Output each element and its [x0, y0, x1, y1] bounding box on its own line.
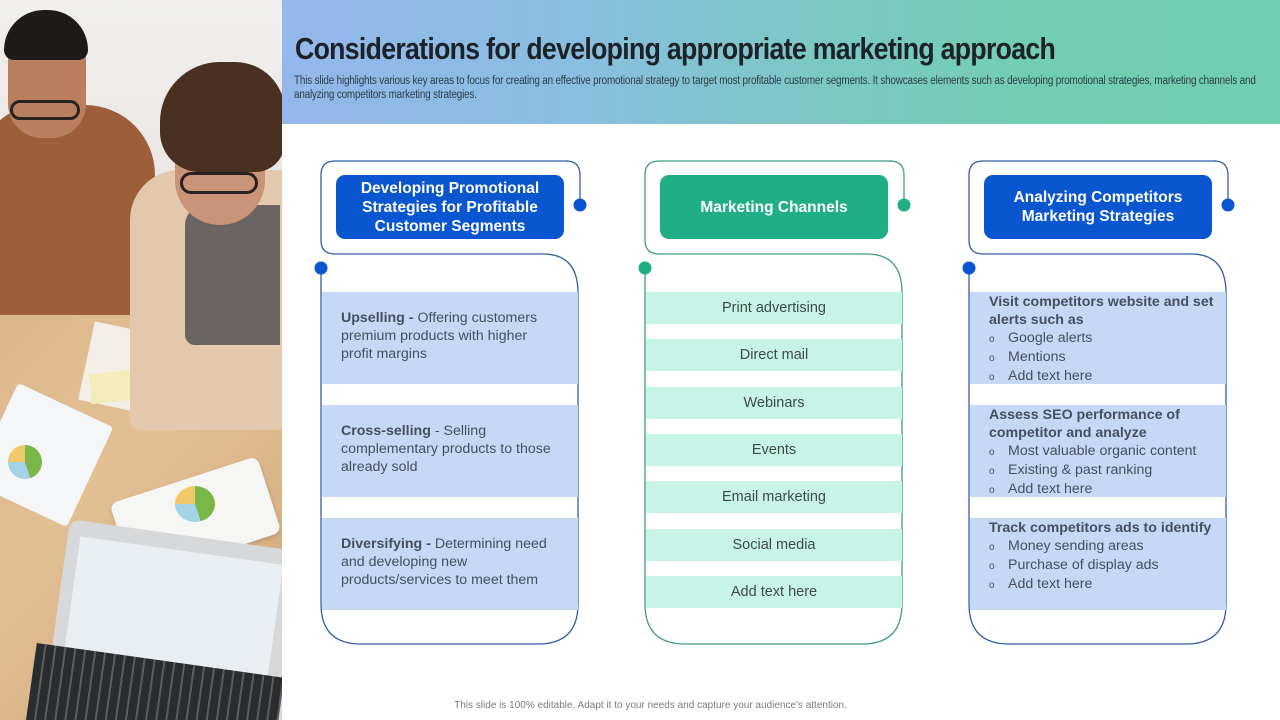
bullet-text: Purchase of display ads [1008, 556, 1159, 573]
bullet-icon: o [989, 541, 995, 553]
list-item: Print advertising [646, 292, 902, 324]
bullet-icon: o [989, 352, 995, 364]
item-title: Visit competitors website and set alerts… [989, 294, 1214, 328]
list-item: Assess SEO performance of competitor and… [970, 405, 1226, 497]
bullet-icon: o [989, 446, 995, 458]
bullet-text: Money sending areas [1008, 537, 1144, 554]
page-title: Considerations for developing appropriat… [295, 31, 1056, 66]
bullet-item: o Add text here [989, 368, 1216, 387]
bullet-item: o Purchase of display ads [989, 557, 1216, 576]
footer-note: This slide is 100% editable. Adapt it to… [0, 700, 1280, 711]
column-frame [314, 160, 587, 645]
bullet-icon: o [989, 579, 995, 591]
column-heading: Analyzing Competitors Marketing Strategi… [984, 175, 1212, 239]
item-text: Determining need and developing new prod… [341, 536, 547, 588]
column-heading: Marketing Channels [660, 175, 888, 239]
bullet-text: Add text here [1008, 575, 1093, 592]
column-competitor-analysis: Analyzing Competitors Marketing Strategi… [962, 158, 1259, 648]
list-item: Email marketing [646, 481, 902, 513]
list-item: Cross-selling - Selling complementary pr… [322, 405, 578, 497]
list-item: Direct mail [646, 339, 902, 371]
bullet-item: o Google alerts [989, 330, 1216, 349]
bullet-icon: o [989, 484, 995, 496]
bullet-icon: o [989, 560, 995, 572]
team-meeting-photo [0, 0, 282, 720]
bullet-item: o Existing & past ranking [989, 462, 1216, 481]
item-title: Diversifying - [341, 536, 435, 552]
bullet-item: o Mentions [989, 349, 1216, 368]
photo-glasses [180, 172, 258, 194]
bullet-text: Google alerts [1008, 329, 1093, 346]
item-title: Assess SEO performance of competitor and… [989, 407, 1180, 441]
bullet-icon: o [989, 465, 995, 477]
list-item: Track competitors ads to identify o Money… [970, 518, 1226, 610]
photo-man [0, 105, 155, 315]
footer-text: This slide is 100% editable. Adapt it to… [454, 700, 847, 711]
connector-dot [962, 261, 976, 275]
bullet-icon: o [989, 371, 995, 383]
item-title: Upselling - [341, 310, 418, 326]
bullet-text: Add text here [1008, 367, 1093, 384]
bullet-item: o Add text here [989, 481, 1216, 500]
column-frame [962, 160, 1235, 645]
connector-dot [897, 198, 911, 212]
list-item: Webinars [646, 387, 902, 419]
column-marketing-channels: Marketing Channels Print advertising Dir… [638, 158, 935, 648]
bullet-icon: o [989, 333, 995, 345]
connector-dot [314, 261, 328, 275]
list-item: Visit competitors website and set alerts… [970, 292, 1226, 384]
connector-dot [1221, 198, 1235, 212]
page-subtitle: This slide highlights various key areas … [294, 75, 1256, 101]
list-item: Diversifying - Determining need and deve… [322, 518, 578, 610]
photo-pie-chart [8, 445, 42, 479]
item-title: Track competitors ads to identify [989, 520, 1212, 536]
photo-pie-chart [175, 486, 215, 522]
bullet-text: Mentions [1008, 348, 1066, 365]
item-text: - Selling complementary products to thos… [341, 423, 551, 475]
photo-glasses [10, 100, 80, 120]
photo-woman-hair [160, 62, 282, 172]
list-item: Social media [646, 529, 902, 561]
item-title: Cross-selling [341, 423, 431, 439]
bullet-text: Existing & past ranking [1008, 461, 1153, 478]
photo-woman-sweater [185, 205, 280, 345]
connector-dot [638, 261, 652, 275]
list-item: Events [646, 434, 902, 466]
photo-sticky-note [88, 369, 134, 405]
bullet-item: o Money sending areas [989, 538, 1216, 557]
list-item: Add text here [646, 576, 902, 608]
bullet-text: Add text here [1008, 480, 1093, 497]
bullet-item: o Add text here [989, 576, 1216, 595]
list-item: Upselling - Offering customers premium p… [322, 292, 578, 384]
item-text: Offering customers premium products with… [341, 310, 538, 362]
connector-dot [573, 198, 587, 212]
bullet-item: o Most valuable organic content [989, 443, 1216, 462]
header-band: Considerations for developing appropriat… [282, 0, 1280, 124]
column-frame [638, 160, 911, 645]
bullet-text: Most valuable organic content [1008, 442, 1197, 459]
column-heading: Developing Promotional Strategies for Pr… [336, 175, 564, 239]
column-promotional-strategies: Developing Promotional Strategies for Pr… [314, 158, 611, 648]
